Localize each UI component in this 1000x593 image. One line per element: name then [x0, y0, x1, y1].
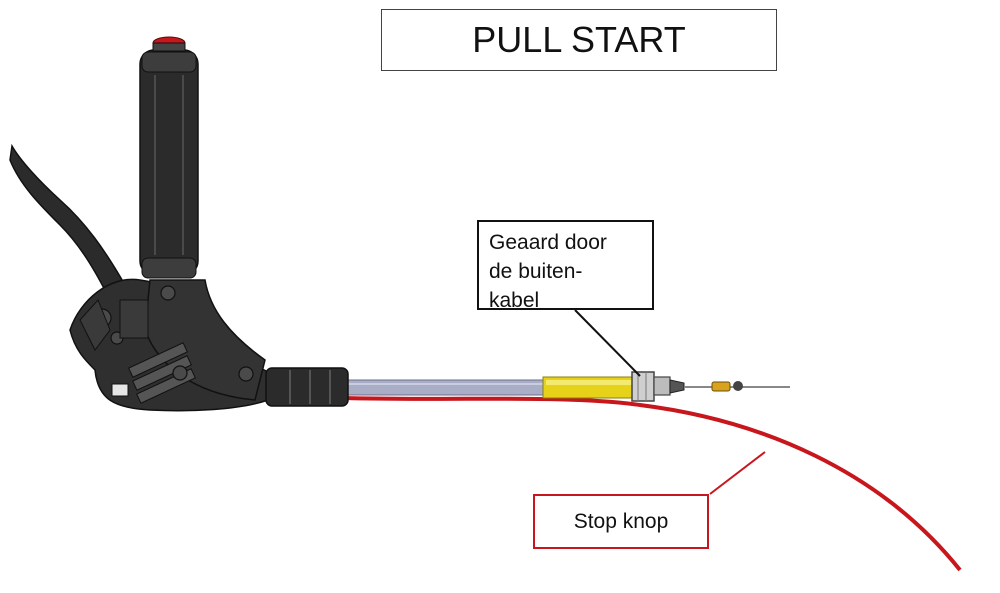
pull-start-handle — [9, 36, 349, 412]
cable-end-fitting — [542, 371, 790, 402]
outer-cable-callout-line-2: de buiten- — [489, 260, 583, 283]
outer-cable-callout-line-3: kabel — [489, 289, 540, 312]
page-title: PULL START — [381, 9, 777, 71]
stop-button-callout: Stop knop — [533, 494, 709, 549]
outer-cable-callout: Geaard door de buiten- kabel — [477, 220, 654, 312]
stop-button-leader — [709, 451, 766, 495]
stop-wire — [299, 395, 962, 572]
outer-cable-leader — [574, 309, 641, 377]
outer-cable-callout-line-1: Geaard door — [489, 231, 607, 254]
